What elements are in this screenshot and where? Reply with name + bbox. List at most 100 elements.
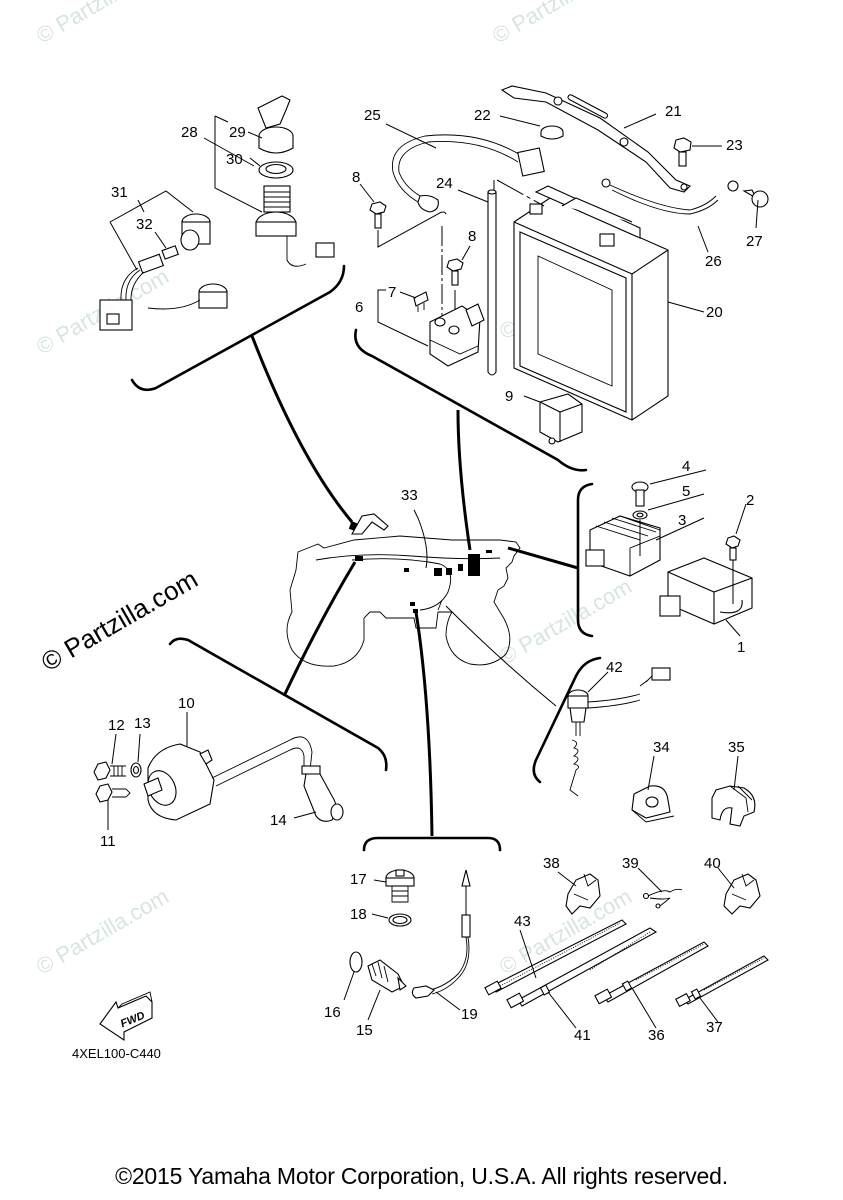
callout-40[interactable]: 40 xyxy=(704,855,721,872)
callout-6[interactable]: 6 xyxy=(355,299,363,316)
ignition-coil[interactable] xyxy=(143,736,313,821)
cable-tie-43[interactable] xyxy=(484,919,627,996)
callout-16[interactable]: 16 xyxy=(324,1004,341,1021)
callout-20[interactable]: 20 xyxy=(706,304,723,321)
fuse[interactable] xyxy=(413,291,429,312)
callout-labels: 1 2 3 4 5 6 7 8 8 9 10 11 12 13 14 15 16… xyxy=(100,103,763,1044)
callout-11[interactable]: 11 xyxy=(100,833,116,850)
callout-3[interactable]: 3 xyxy=(678,512,686,529)
callout-31[interactable]: 31 xyxy=(111,184,128,201)
breather-tube[interactable] xyxy=(487,179,545,376)
watermark: © Partzilla.com xyxy=(488,0,629,48)
callout-35[interactable]: 35 xyxy=(728,739,745,756)
cable-tie-36[interactable] xyxy=(594,941,709,1005)
callout-7[interactable]: 7 xyxy=(388,284,396,301)
stop-switch[interactable] xyxy=(567,667,671,797)
callout-38[interactable]: 38 xyxy=(543,855,560,872)
callout-4[interactable]: 4 xyxy=(682,458,690,475)
clamps-bands xyxy=(484,785,769,1009)
sensor-group xyxy=(349,836,502,999)
diagram-code: 4XEL100-C440 xyxy=(72,1046,161,1061)
ignition-coil-group xyxy=(93,637,388,822)
clamp-38[interactable] xyxy=(565,873,601,915)
group-bracket xyxy=(362,836,502,852)
callout-28[interactable]: 28 xyxy=(181,124,198,141)
callout-1[interactable]: 1 xyxy=(737,639,745,656)
callout-15[interactable]: 15 xyxy=(356,1022,373,1039)
main-switch-body[interactable] xyxy=(255,185,335,267)
thermo-gasket[interactable] xyxy=(388,913,412,927)
spark-plug-cap[interactable] xyxy=(301,765,344,822)
cable-tie-41[interactable] xyxy=(506,927,658,1009)
callout-42[interactable]: 42 xyxy=(606,659,623,676)
battery[interactable] xyxy=(513,185,669,421)
main-switch-nut[interactable] xyxy=(258,161,294,179)
copyright-notice: ©2015 Yamaha Motor Corporation, U.S.A. A… xyxy=(115,1163,728,1189)
band-bolt[interactable] xyxy=(673,137,692,167)
relay-bolt[interactable] xyxy=(446,258,464,286)
group-bracket xyxy=(130,264,346,392)
callout-18[interactable]: 18 xyxy=(350,906,367,923)
cdi-unit[interactable] xyxy=(659,557,753,625)
thermo-unit[interactable] xyxy=(385,869,415,903)
callout-12[interactable]: 12 xyxy=(108,717,125,734)
turn-signal-relay[interactable] xyxy=(539,393,583,445)
clamp-34[interactable] xyxy=(631,785,675,823)
coil-washer[interactable] xyxy=(130,762,142,778)
indicator-bulb[interactable] xyxy=(137,245,179,274)
rectifier-washer[interactable] xyxy=(632,510,648,520)
battery-band[interactable] xyxy=(500,85,691,193)
callout-10[interactable]: 10 xyxy=(178,695,195,712)
battery-cap[interactable] xyxy=(540,125,564,140)
callout-13[interactable]: 13 xyxy=(134,715,151,732)
callout-17[interactable]: 17 xyxy=(350,871,367,888)
callout-32[interactable]: 32 xyxy=(136,216,153,233)
callout-27[interactable]: 27 xyxy=(746,233,763,250)
forward-arrow-icon: FWD xyxy=(99,991,153,1042)
callout-24[interactable]: 24 xyxy=(436,175,453,192)
callout-25[interactable]: 25 xyxy=(364,107,381,124)
callout-5[interactable]: 5 xyxy=(682,483,690,500)
callout-19[interactable]: 19 xyxy=(461,1006,478,1023)
rectifier-regulator[interactable] xyxy=(585,515,661,577)
sensor-gasket[interactable] xyxy=(349,951,363,973)
main-switch-cap[interactable] xyxy=(180,213,228,309)
callout-23[interactable]: 23 xyxy=(726,137,743,154)
group-bracket xyxy=(377,211,447,248)
watermark: © Partzilla.com xyxy=(495,884,636,980)
callout-21[interactable]: 21 xyxy=(665,103,682,120)
callout-39[interactable]: 39 xyxy=(622,855,639,872)
relay-bolt[interactable] xyxy=(369,201,387,229)
callout-2[interactable]: 2 xyxy=(746,492,754,509)
callout-26[interactable]: 26 xyxy=(705,253,722,270)
callout-9[interactable]: 9 xyxy=(505,388,513,405)
negative-lead[interactable] xyxy=(601,178,739,215)
watermarks: © Partzilla.com © Partzilla.com © Partzi… xyxy=(32,0,636,979)
main-switch-key[interactable] xyxy=(257,95,294,154)
clamp-39[interactable] xyxy=(642,888,683,909)
coil-screw[interactable] xyxy=(95,783,131,803)
callout-34[interactable]: 34 xyxy=(653,739,670,756)
callout-37[interactable]: 37 xyxy=(706,1019,723,1036)
screw[interactable] xyxy=(742,189,769,208)
starter-cable[interactable] xyxy=(391,134,545,213)
coil-bolt[interactable] xyxy=(93,761,126,781)
callout-41[interactable]: 41 xyxy=(574,1027,591,1044)
rectifier-bolt[interactable] xyxy=(631,481,649,507)
callout-8a[interactable]: 8 xyxy=(352,169,360,186)
callout-36[interactable]: 36 xyxy=(648,1027,665,1044)
cable-tie-37[interactable] xyxy=(675,955,769,1008)
callout-43[interactable]: 43 xyxy=(514,913,531,930)
callout-14[interactable]: 14 xyxy=(270,812,287,829)
cdi-bolt[interactable] xyxy=(725,535,741,604)
callout-33[interactable]: 33 xyxy=(401,487,418,504)
callout-29[interactable]: 29 xyxy=(229,124,246,141)
starter-relay[interactable] xyxy=(429,303,485,367)
clamp-40[interactable] xyxy=(723,873,761,915)
neutral-switch[interactable] xyxy=(367,959,407,993)
sensor-lead[interactable] xyxy=(411,869,471,999)
callout-30[interactable]: 30 xyxy=(226,151,243,168)
callout-8b[interactable]: 8 xyxy=(468,228,476,245)
callout-22[interactable]: 22 xyxy=(474,107,491,124)
clamp-35[interactable] xyxy=(711,785,756,827)
